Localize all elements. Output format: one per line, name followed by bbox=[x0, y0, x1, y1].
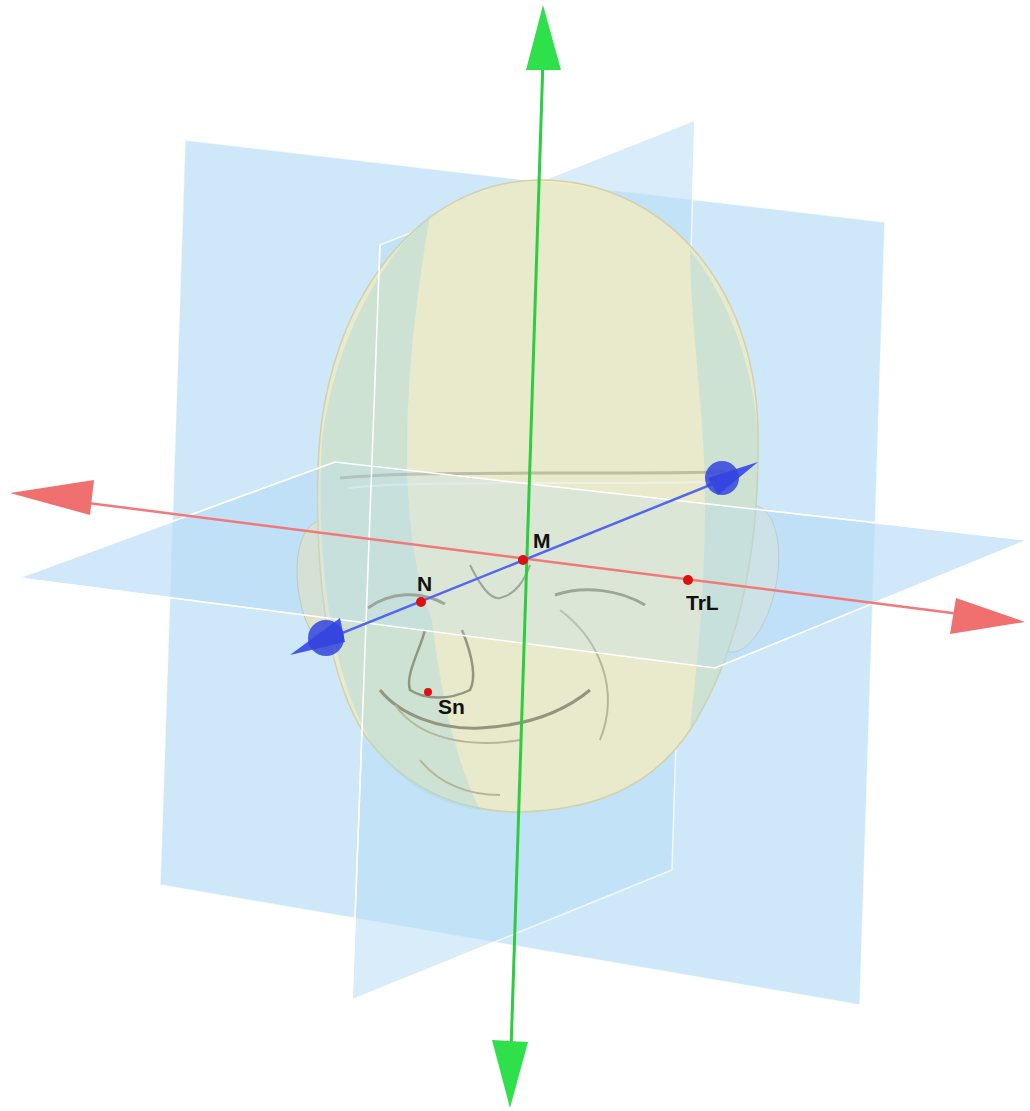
axis-end bbox=[290, 618, 345, 655]
landmark-point bbox=[416, 597, 426, 607]
axis-end bbox=[705, 461, 739, 495]
axis-arrowhead bbox=[526, 5, 561, 70]
landmark-point bbox=[424, 688, 432, 696]
landmark-label: M bbox=[533, 530, 551, 551]
axis-arrowhead bbox=[492, 1040, 528, 1108]
landmark-label: N bbox=[417, 573, 432, 594]
landmark-point bbox=[518, 555, 528, 565]
landmark-point bbox=[683, 575, 693, 585]
axis-arrowhead bbox=[10, 480, 94, 515]
axis-arrowhead bbox=[950, 598, 1025, 634]
transverse-axis bbox=[80, 502, 960, 614]
landmark-label: TrL bbox=[686, 592, 719, 613]
landmark-label: Sn bbox=[438, 696, 465, 717]
depth-axis bbox=[300, 473, 740, 650]
axis-end bbox=[308, 620, 344, 656]
